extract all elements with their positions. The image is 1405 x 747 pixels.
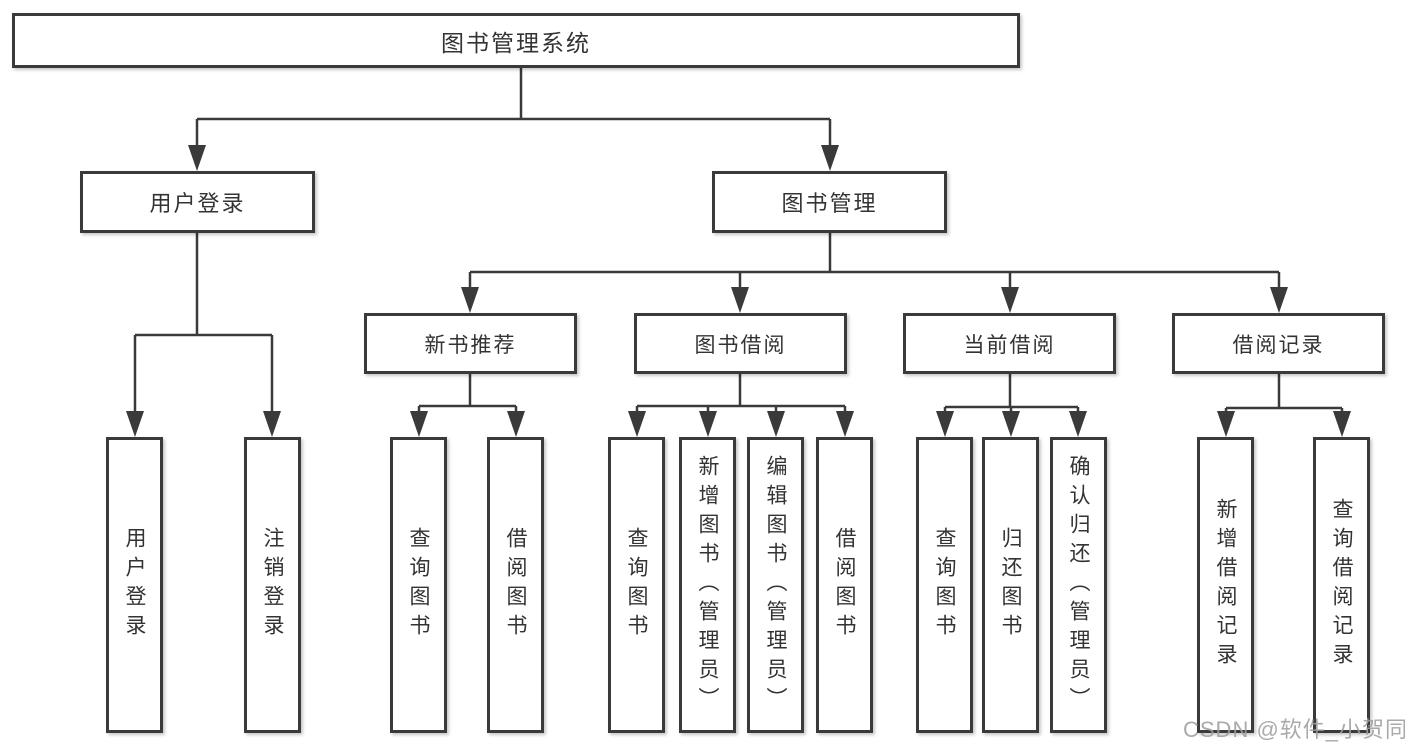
- leaf-edit-book-admin: 编辑图书（管理员）: [747, 437, 804, 733]
- leaf-borrow-books-label: 借阅图书: [833, 527, 856, 643]
- leaf-query-books-recommend-label: 查询图书: [407, 527, 430, 643]
- node-user-login: 用户登录: [80, 171, 315, 233]
- node-new-book-recommend-label: 新书推荐: [424, 333, 517, 357]
- leaf-add-borrow-record-label: 新增借阅记录: [1214, 498, 1237, 672]
- leaf-add-book-admin: 新增图书（管理员）: [679, 437, 736, 733]
- node-current-borrow-label: 当前借阅: [963, 333, 1056, 357]
- node-user-login-label: 用户登录: [149, 191, 246, 216]
- arrowhead-down-icon: [767, 411, 785, 437]
- leaf-borrow-books-recommend-label: 借阅图书: [504, 527, 527, 643]
- leaf-edit-book-admin-label: 编辑图书（管理员）: [764, 454, 787, 716]
- leaf-return-book: 归还图书: [982, 437, 1039, 733]
- node-current-borrow: 当前借阅: [903, 313, 1116, 374]
- connector-bookmgmt-to-groups: [461, 233, 1288, 313]
- node-book-management: 图书管理: [712, 171, 947, 233]
- watermark: CSDN @软件_小贺同学: [1183, 717, 1405, 742]
- arrowhead-down-icon: [699, 411, 717, 437]
- arrowhead-down-icon: [731, 287, 749, 313]
- leaf-query-books-borrow: 查询图书: [608, 437, 665, 733]
- leaf-confirm-return-admin-label: 确认归还（管理员）: [1067, 454, 1090, 716]
- leaf-query-borrow-record: 查询借阅记录: [1313, 437, 1370, 733]
- connector-newbooks-to-leaves: [410, 374, 525, 437]
- arrowhead-down-icon: [126, 411, 144, 437]
- leaf-borrow-books-recommend: 借阅图书: [487, 437, 544, 733]
- leaf-query-books-borrow-label: 查询图书: [625, 527, 648, 643]
- arrowhead-down-icon: [188, 145, 206, 171]
- arrowhead-down-icon: [628, 411, 646, 437]
- arrowhead-down-icon: [461, 287, 479, 313]
- leaf-add-borrow-record: 新增借阅记录: [1197, 437, 1254, 733]
- leaf-query-books-current: 查询图书: [916, 437, 973, 733]
- node-new-book-recommend: 新书推荐: [364, 313, 577, 374]
- leaf-return-book-label: 归还图书: [999, 527, 1022, 643]
- connector-bookborrow-to-leaves: [628, 374, 854, 437]
- arrowhead-down-icon: [836, 411, 854, 437]
- arrowhead-down-icon: [263, 411, 281, 437]
- arrowhead-down-icon: [821, 145, 839, 171]
- node-root: 图书管理系统: [12, 13, 1020, 68]
- arrowhead-down-icon: [1069, 411, 1087, 437]
- node-book-borrow: 图书借阅: [634, 313, 847, 374]
- connector-borrowrecords-to-leaves: [1217, 374, 1351, 437]
- leaf-query-books-current-label: 查询图书: [933, 527, 956, 643]
- leaf-logout: 注销登录: [244, 437, 301, 733]
- leaf-logout-label: 注销登录: [261, 527, 284, 643]
- node-root-label: 图书管理系统: [441, 29, 591, 56]
- connector-userlogin-to-leaves: [126, 233, 281, 437]
- leaf-query-books-recommend: 查询图书: [390, 437, 447, 733]
- node-book-management-label: 图书管理: [781, 191, 878, 216]
- leaf-add-book-admin-label: 新增图书（管理员）: [696, 454, 719, 716]
- arrowhead-down-icon: [410, 411, 428, 437]
- arrowhead-down-icon: [1333, 411, 1351, 437]
- arrowhead-down-icon: [936, 411, 954, 437]
- leaf-confirm-return-admin: 确认归还（管理员）: [1050, 437, 1107, 733]
- connector-currentborrow-to-leaves: [936, 374, 1087, 437]
- leaf-user-login: 用户登录: [106, 437, 163, 733]
- leaf-query-borrow-record-label: 查询借阅记录: [1330, 498, 1353, 672]
- arrowhead-down-icon: [1217, 411, 1235, 437]
- leaf-user-login-label: 用户登录: [123, 527, 146, 643]
- leaf-borrow-books: 借阅图书: [816, 437, 873, 733]
- arrowhead-down-icon: [1001, 287, 1019, 313]
- arrowhead-down-icon: [1002, 411, 1020, 437]
- arrowhead-down-icon: [507, 411, 525, 437]
- arrowhead-down-icon: [1270, 287, 1288, 313]
- node-book-borrow-label: 图书借阅: [694, 333, 787, 357]
- connector-root-to-level2: [188, 67, 839, 171]
- node-borrow-records: 借阅记录: [1172, 313, 1385, 374]
- node-borrow-records-label: 借阅记录: [1232, 333, 1325, 357]
